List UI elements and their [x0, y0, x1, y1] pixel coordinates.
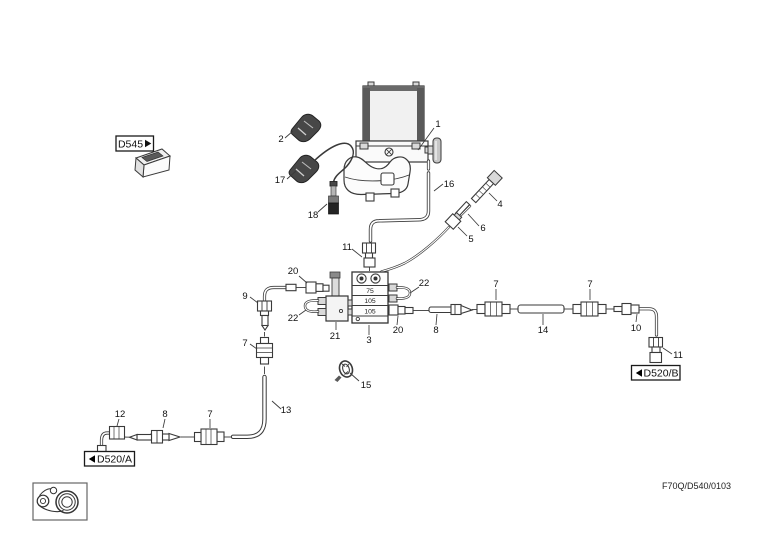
valve-21 — [317, 271, 353, 322]
callout-2: 2 — [278, 134, 283, 145]
fitting-5 — [444, 211, 463, 231]
left-arrow-icon — [635, 369, 642, 377]
block-marking-105b: 105 — [364, 308, 376, 315]
callout-14: 14 — [538, 325, 549, 336]
callout-8-bottom: 8 — [162, 409, 167, 420]
callout-3: 3 — [366, 335, 371, 346]
callout-12: 12 — [115, 409, 126, 420]
callout-7-left: 7 — [242, 338, 247, 349]
pipe-16 — [368, 159, 431, 243]
valve-block-3: 75 105 105 — [351, 271, 389, 324]
tube-14 — [517, 304, 573, 314]
callout-20-right: 20 — [393, 325, 404, 336]
callout-7-right: 7 — [587, 279, 592, 290]
tube-13 — [230, 374, 267, 439]
fitting-11-right — [648, 336, 664, 364]
connector-2 — [290, 113, 322, 143]
callout-21: 21 — [330, 331, 341, 342]
pipe-8-bottom — [123, 429, 182, 444]
fitting-20-left — [296, 281, 330, 294]
bleed-screw-4 — [470, 169, 503, 204]
connector-17 — [288, 154, 320, 184]
union-7-mid — [476, 301, 518, 317]
cable-sensor-18 — [313, 142, 354, 215]
callout-7-mid: 7 — [493, 279, 498, 290]
callout-7-bottom: 7 — [207, 409, 212, 420]
ref-label-d545: D545 — [118, 139, 143, 151]
ref-label-d520b: D520/B — [643, 368, 678, 380]
callout-17: 17 — [275, 175, 286, 186]
relay-d545-part — [134, 148, 171, 179]
block-marking-75: 75 — [366, 288, 374, 295]
callout-10: 10 — [631, 323, 642, 334]
callout-15: 15 — [361, 380, 372, 391]
ref-box-d520a: D520/A — [83, 450, 136, 467]
ref-box-d520b: D520/B — [630, 364, 681, 381]
elbow-12 — [96, 425, 126, 453]
union-7-bottom — [181, 428, 232, 446]
callout-16: 16 — [444, 179, 455, 190]
ref-box-d545: D545 — [115, 135, 155, 152]
callout-6: 6 — [480, 223, 485, 234]
callout-13: 13 — [281, 405, 292, 416]
callout-5: 5 — [468, 234, 473, 245]
callout-22-left: 22 — [288, 313, 299, 324]
callout-11-top: 11 — [342, 242, 352, 253]
fitting-11-top — [361, 242, 377, 271]
left-arrow-icon — [88, 455, 95, 463]
block-marking-105a: 105 — [364, 298, 376, 305]
hose-clip-22-left — [303, 299, 320, 313]
elbow-9 — [256, 283, 297, 331]
callout-22-right: 22 — [419, 278, 430, 289]
pipe-8-right — [428, 303, 481, 316]
callout-8-right: 8 — [433, 325, 438, 336]
union-7-left — [255, 332, 274, 374]
callout-18: 18 — [308, 210, 319, 221]
callout-labels: 1 2 17 18 16 4 6 5 11 20 9 22 21 3 7 13 … — [115, 119, 683, 420]
t-valve-1 — [424, 137, 442, 164]
callout-20-left: 20 — [288, 266, 299, 277]
elbow-10 — [613, 302, 659, 337]
leader-lines — [116, 127, 673, 429]
hose-clip-22-right — [388, 283, 412, 303]
fluid-reservoir — [343, 156, 411, 202]
callout-1: 1 — [435, 119, 440, 130]
pump-motor-assembly — [355, 81, 442, 164]
figure-code: F70Q/D540/0103 — [662, 481, 731, 491]
location-thumbnail — [32, 482, 88, 521]
callout-11-right: 11 — [673, 350, 683, 361]
right-arrow-icon — [145, 139, 152, 148]
clamp-15 — [334, 360, 354, 382]
callout-9: 9 — [242, 291, 247, 302]
ref-label-d520a: D520/A — [97, 454, 132, 466]
hose-line — [380, 204, 472, 273]
union-7-right — [572, 301, 614, 317]
fitting-20-right — [388, 304, 429, 316]
callout-4: 4 — [497, 199, 502, 210]
